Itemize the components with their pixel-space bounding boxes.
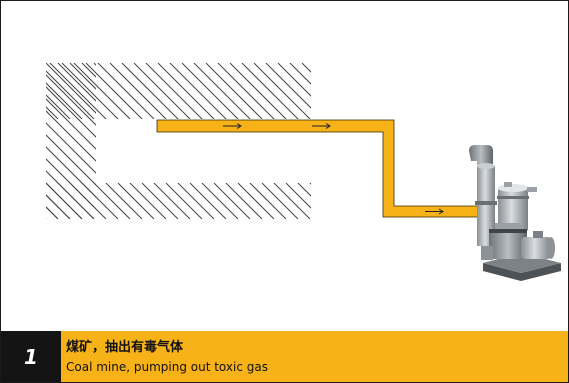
caption-title-english: Coal mine, pumping out toxic gas [66, 360, 268, 374]
flow-arrow [312, 123, 331, 129]
flow-arrow [425, 208, 444, 215]
caption-bar: 1 煤矿，抽出有毒气体 Coal mine, pumping out toxic… [1, 331, 568, 382]
step-number-badge: 1 [1, 331, 61, 382]
mine-wall-hatch [46, 63, 311, 219]
diagram-canvas [46, 63, 561, 281]
flow-arrow [223, 123, 242, 129]
caption-title-chinese: 煤矿，抽出有毒气体 [66, 340, 184, 355]
vacuum-pump-icon [469, 145, 561, 281]
gas-pipe [156, 119, 480, 218]
